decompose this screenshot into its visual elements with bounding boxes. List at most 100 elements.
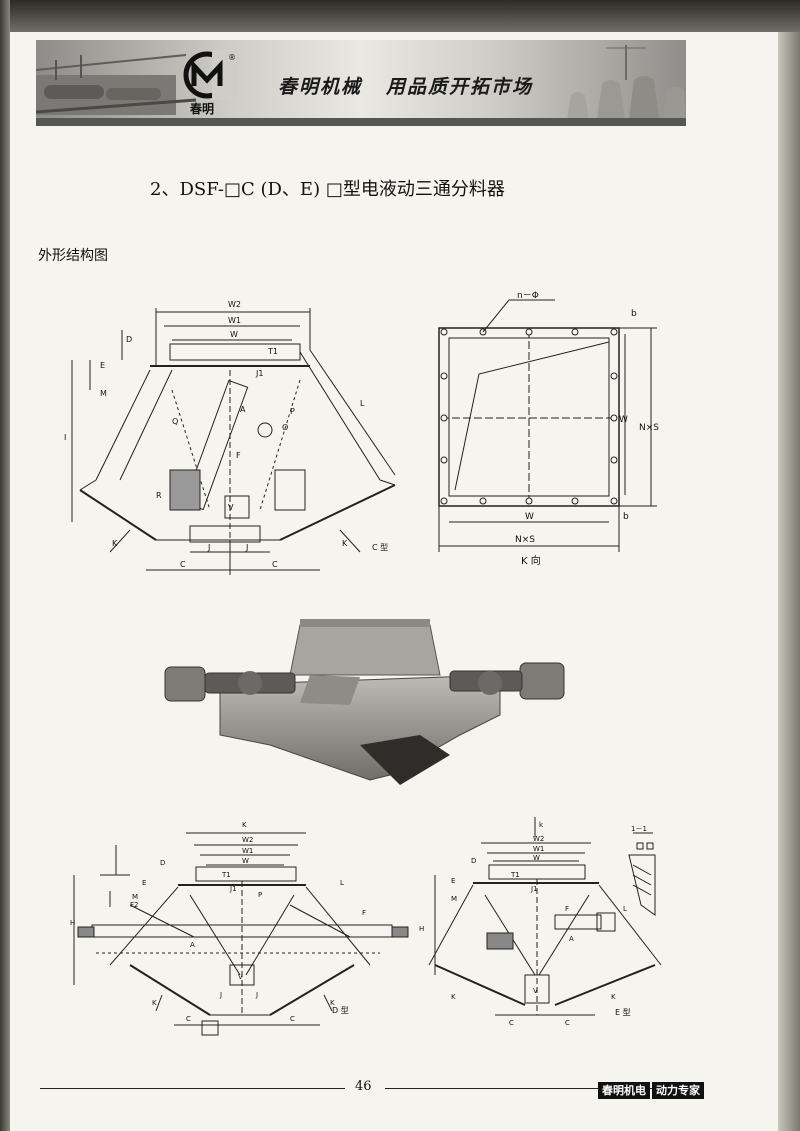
dim-w2: W2: [533, 835, 544, 843]
dim-ns-side: N×S: [639, 423, 659, 433]
dim-a: A: [569, 935, 574, 943]
dim-j1: J1: [255, 369, 263, 378]
dim-v: V: [533, 987, 538, 995]
dim-e: E: [100, 361, 105, 370]
k-view-label: K 向: [521, 554, 541, 567]
dim-v: V: [228, 503, 234, 512]
dim-k-right: K: [330, 999, 335, 1007]
dim-j-left: J: [219, 991, 222, 999]
footer-brand-name: 春明机电: [598, 1082, 650, 1099]
dim-p: P: [290, 407, 295, 416]
catalog-page: [10, 32, 778, 1131]
footer-rule-right: [385, 1088, 695, 1089]
footer-tagline: 动力专家: [652, 1082, 704, 1099]
scan-top-shadow: [0, 0, 800, 32]
brand-name: 春明机械: [278, 76, 363, 98]
section-subtitle: 外形结构图: [38, 248, 108, 264]
dim-w1: W1: [533, 845, 544, 853]
dim-l: L: [623, 905, 627, 913]
dim-k-right: K: [611, 993, 616, 1001]
drawing-type-c: W2 W1 W D E M I J1 T1 A F O P Q R L V K …: [64, 300, 396, 575]
dim-r: R: [156, 491, 162, 500]
dim-f: F: [236, 451, 241, 460]
banner-industrial-scene: [36, 45, 686, 126]
dim-w: W: [242, 857, 249, 865]
dim-t1: T1: [510, 871, 520, 879]
dim-p: P: [258, 891, 262, 899]
dim-w-side: W: [619, 415, 628, 425]
header-slogan: 春明机械 用品质开拓市场: [278, 72, 557, 99]
dim-c-left: C: [180, 560, 186, 569]
brand-logo: ®: [182, 50, 238, 110]
dim-w2: W2: [242, 836, 253, 844]
footer-brand: 春明机电 动力专家: [598, 1082, 704, 1099]
dim-j-left: J: [207, 543, 210, 552]
dim-o: O: [282, 423, 288, 432]
dim-d: D: [126, 335, 132, 344]
dim-c-right: C: [272, 560, 278, 569]
dim-k-arrow: k: [539, 821, 544, 829]
product-photo: [164, 619, 565, 785]
drawing-type-e: k W2 W1 W D E M H F A J1 T1 L V K K C C …: [419, 817, 662, 1027]
dim-b-bottom: b: [623, 512, 629, 522]
dim-j-right: J: [245, 543, 248, 552]
dim-t1: T1: [221, 871, 231, 879]
dim-e: E: [142, 879, 146, 887]
dim-d: D: [471, 857, 476, 865]
dim-k-left: K: [451, 993, 456, 1001]
dim-f: F: [565, 905, 569, 913]
dim-m: M: [100, 389, 107, 398]
header-banner: [36, 40, 686, 126]
dim-c-right: C: [290, 1015, 295, 1023]
dim-t1: T1: [267, 347, 278, 356]
dim-l: L: [340, 879, 344, 887]
dim-j1: J1: [530, 885, 538, 893]
scan-spine-shadow: [0, 0, 10, 1131]
drawing-k-view: n－Φ b W N×S W N×S b K 向: [438, 291, 659, 567]
dim-m: M: [132, 893, 138, 901]
section-title: 2、DSF-□C (D、E) □型电液动三通分料器: [150, 179, 505, 200]
dim-w: W: [533, 854, 540, 862]
type-e-label: E 型: [615, 1008, 631, 1017]
dim-h: H: [419, 925, 424, 933]
section-1-1-label: 1－1: [631, 825, 647, 833]
footer-rule-left: [40, 1088, 345, 1089]
scan-right-shadow: [778, 32, 800, 1131]
dim-q: Q: [172, 417, 178, 426]
dim-j1: J1: [229, 885, 237, 893]
dim-c-right: C: [565, 1019, 570, 1027]
dim-ns-bottom: N×S: [515, 535, 535, 545]
dim-a: A: [190, 941, 195, 949]
cm-logo-mark: ®: [183, 50, 238, 100]
dim-l: L: [360, 399, 365, 408]
dim-m: M: [451, 895, 457, 903]
dim-k-left: K: [112, 539, 118, 548]
dim-f: F: [362, 909, 366, 917]
slogan-text: 用品质开拓市场: [386, 76, 534, 98]
dim-w1: W1: [242, 847, 253, 855]
dim-j-right: J: [255, 991, 258, 999]
page-number: 46: [355, 1079, 372, 1094]
type-c-label: C 型: [372, 543, 388, 552]
dim-d: D: [160, 859, 165, 867]
banner-baseline: [36, 118, 686, 126]
dim-a: A: [240, 405, 246, 414]
dim-k-left: K: [152, 999, 157, 1007]
dim-b-top: b: [631, 309, 637, 319]
dim-w: W: [230, 330, 238, 339]
dim-f2: F2: [130, 901, 138, 909]
dim-c-left: C: [186, 1015, 191, 1023]
dim-c-left: C: [509, 1019, 514, 1027]
dim-n-phi: n－Φ: [517, 291, 539, 301]
brand-short-name: 春明: [190, 102, 215, 116]
svg-text:®: ®: [228, 53, 236, 62]
type-d-label: D 型: [332, 1006, 349, 1015]
dim-i: I: [64, 433, 66, 442]
dim-w1: W1: [228, 316, 241, 325]
dim-k-right: K: [342, 539, 348, 548]
drawing-type-d: K W2 W1 W D E M H F2 F A J1 T1 P L V J J…: [70, 821, 409, 1036]
dim-h: H: [70, 919, 75, 927]
dim-e: E: [451, 877, 455, 885]
dim-k-top: K: [242, 821, 247, 829]
dim-w-bottom: W: [525, 512, 534, 522]
